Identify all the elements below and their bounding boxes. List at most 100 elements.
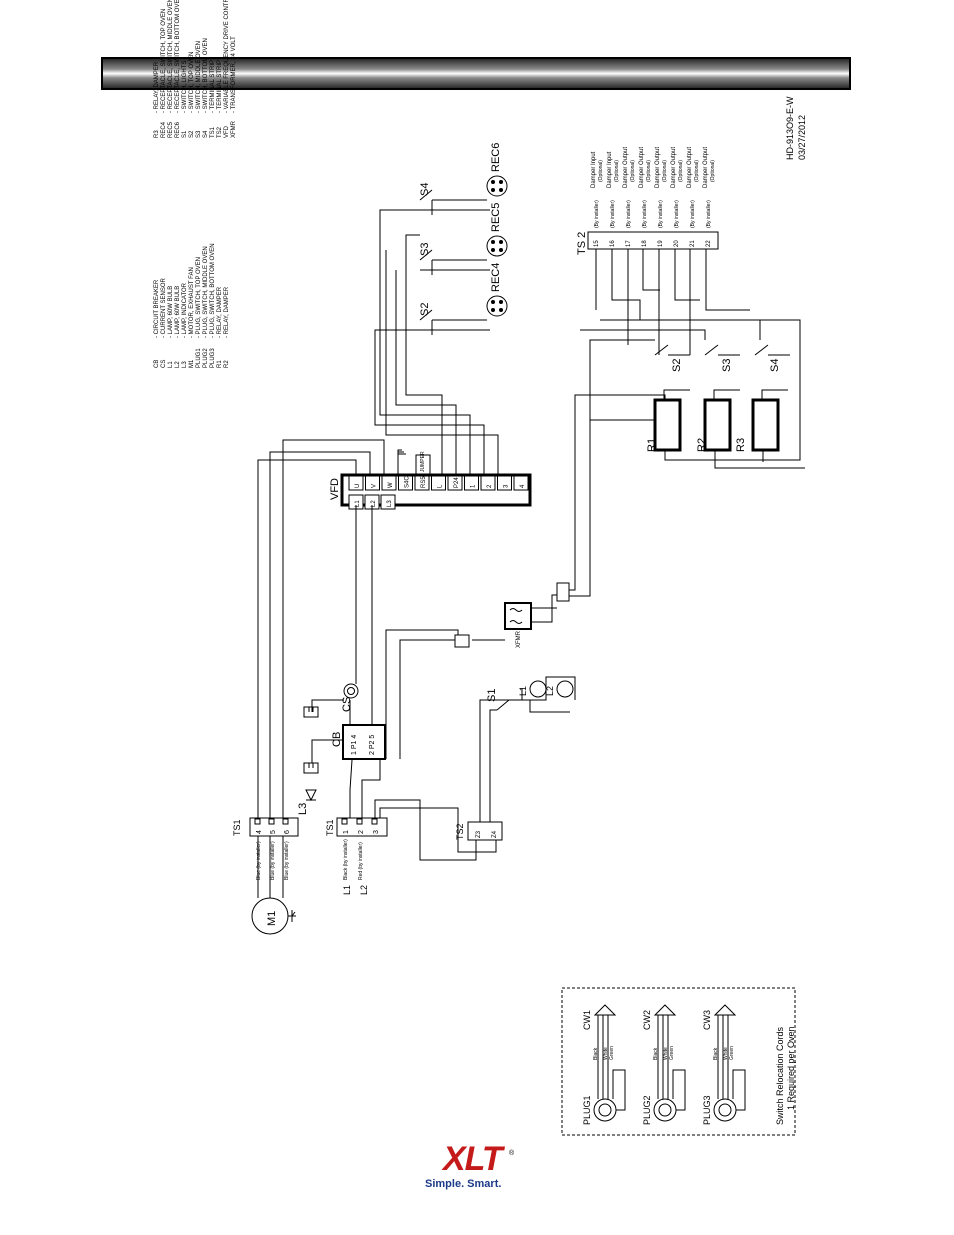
legend-left-code: CB bbox=[154, 360, 160, 368]
ts2-installer: (By installer) bbox=[658, 200, 664, 228]
legend-left-code: R2 bbox=[224, 360, 230, 368]
ts1-lower-num: 3 bbox=[373, 830, 380, 834]
ts1-lower-wire: Black (by installer) bbox=[343, 839, 349, 880]
circuit-breaker: CB 1 P1 4 2 P2 5 bbox=[331, 724, 386, 760]
legend-left-code: CS bbox=[161, 360, 167, 368]
legend-right-code: XFMR bbox=[231, 120, 237, 138]
svg-text:TS1: TS1 bbox=[232, 819, 242, 836]
wire-white: White bbox=[603, 1047, 609, 1060]
svg-text:L2: L2 bbox=[545, 686, 555, 696]
vfd-terminal bbox=[513, 475, 529, 491]
switch-s4-relay: S4 bbox=[754, 344, 790, 372]
legend-left-code: M1 bbox=[189, 359, 195, 368]
wire-black: Black bbox=[653, 1047, 659, 1060]
receptacle-rec4: REC4 bbox=[486, 263, 508, 317]
ts2-right-sub: (Optional) bbox=[694, 160, 700, 182]
cs-label: CS bbox=[341, 697, 353, 712]
ts1-upper-wire: Blue (by installer) bbox=[284, 841, 290, 880]
svg-text:TS 2: TS 2 bbox=[576, 232, 588, 255]
vfd-terminal-label: W bbox=[388, 482, 394, 488]
receptacle-rec5: REC5 bbox=[486, 203, 508, 257]
current-sensor bbox=[343, 683, 359, 699]
logo-registered: ® bbox=[509, 1150, 515, 1157]
legend-right-code: TS1 bbox=[210, 126, 216, 138]
vfd-terminal bbox=[381, 475, 397, 491]
ts2-installer: (By installer) bbox=[690, 200, 696, 228]
vfd-terminal bbox=[348, 475, 364, 491]
legend-left-code: PLUG2 bbox=[203, 348, 209, 368]
vfd-terminal bbox=[365, 475, 380, 491]
svg-text:CB: CB bbox=[331, 732, 343, 747]
legend-left-desc: - PLUG, SWITCH, BOTTOM OVEN bbox=[210, 243, 216, 338]
legend-left-code: PLUG3 bbox=[210, 348, 216, 368]
legend-left-desc: - CURRENT SENSOR bbox=[161, 277, 167, 338]
legend-right-code: S2 bbox=[189, 130, 195, 138]
svg-text:Switch Relocation Cords: Switch Relocation Cords bbox=[775, 1026, 785, 1125]
legend-right-desc: - TERMINAL STRIP bbox=[217, 60, 223, 113]
drawing-number: HD-913O9-E-W bbox=[785, 96, 795, 160]
plug-connector bbox=[713, 1098, 737, 1122]
ts2-installer: (By installer) bbox=[626, 200, 632, 228]
legend-right-desc: - RELAY, DAMPER bbox=[154, 61, 160, 113]
ts2-right-label: Damper Output bbox=[703, 147, 709, 188]
ts2-right-num: 16 bbox=[610, 240, 616, 247]
svg-text:S2: S2 bbox=[671, 359, 683, 372]
vfd-label: VFD bbox=[329, 478, 341, 500]
svg-text:S4: S4 bbox=[769, 359, 781, 372]
ts2-lower: TS2 Z3 Z4 bbox=[455, 821, 503, 841]
switch-s4-top: S4 bbox=[419, 183, 433, 215]
s1-switch: S1 bbox=[486, 689, 520, 711]
ts2-right-num: 20 bbox=[674, 240, 680, 247]
xlt-logo: XLT ® Simple. Smart. bbox=[425, 1140, 535, 1195]
l3-indicator: L3 bbox=[297, 789, 317, 815]
legend-left-desc: - PLUG, SWITCH, TOP OVEN bbox=[196, 257, 202, 338]
ts2-right-label: Damper Output bbox=[623, 147, 629, 188]
ts1-lower-num: 2 bbox=[358, 830, 365, 834]
legend-right-desc: - TRANSFORMER, 24 VOLT bbox=[231, 36, 237, 113]
logo-mark: XLT bbox=[443, 1140, 503, 1178]
legend-right-code: REC5 bbox=[168, 121, 174, 138]
relay-r3: R3 bbox=[735, 398, 780, 452]
lamp-l1: L1 bbox=[518, 680, 547, 698]
plug-label: PLUG3 bbox=[702, 1095, 712, 1125]
legend-right-code: TS2 bbox=[217, 126, 223, 138]
legend-left-desc: - MOTOR, EXHAUST FAN bbox=[189, 267, 195, 338]
legend-left-code: PLUG1 bbox=[196, 348, 202, 368]
vfd-terminal bbox=[414, 475, 430, 491]
vfd-terminal-label: RS5 bbox=[421, 476, 427, 488]
legend-left-code: L3 bbox=[182, 361, 188, 368]
legend-right-desc: - TERMINAL STRIP bbox=[210, 60, 216, 113]
ts2-right-label: Damper Input bbox=[607, 151, 613, 188]
ts2-right-sub: (Optional) bbox=[678, 160, 684, 182]
svg-text:S4: S4 bbox=[419, 183, 431, 196]
legend-right-desc: - SWITCH, MIDDLE OVEN bbox=[196, 41, 202, 113]
ts1-upper-wire: Blue (by installer) bbox=[256, 841, 262, 880]
svg-text:REC4: REC4 bbox=[490, 263, 502, 292]
ts2-right-num: 22 bbox=[706, 240, 712, 247]
ts2-right-label: Damper Output bbox=[639, 147, 645, 188]
wire-green: Green bbox=[609, 1046, 615, 1060]
ts1-upper-num: 4 bbox=[256, 830, 263, 834]
legend-right-desc: - SWITCH, LIGHTS bbox=[182, 61, 188, 113]
relocation-cords: Switch Relocation Cords 1 Required per O… bbox=[561, 987, 796, 1136]
transformer: XFMR bbox=[504, 602, 532, 648]
ts2-installer: (By installer) bbox=[610, 200, 616, 228]
ts2-installer: (By installer) bbox=[642, 200, 648, 228]
svg-text:2 P2 5: 2 P2 5 bbox=[369, 735, 376, 755]
vfd-terminal bbox=[447, 475, 463, 491]
legend-left-desc: - LAMP, 60W BULB bbox=[175, 286, 181, 338]
vfd-terminal bbox=[497, 475, 512, 491]
lamp-l2: L2 bbox=[545, 680, 574, 698]
wire-green: Green bbox=[729, 1046, 735, 1060]
wire-green: Green bbox=[669, 1046, 675, 1060]
vfd-terminal-label: L bbox=[438, 484, 444, 488]
legend-right-desc: - RECEPTACLE, SWITCH, TOP OVEN bbox=[161, 9, 167, 113]
svg-text:S3: S3 bbox=[721, 359, 733, 372]
legend-right-code: S1 bbox=[182, 130, 188, 138]
svg-text:XFMR: XFMR bbox=[516, 630, 522, 648]
svg-text:L1: L1 bbox=[518, 686, 528, 696]
ts1-upper-wire: Blue (by installer) bbox=[270, 841, 276, 880]
svg-text:R3: R3 bbox=[735, 438, 747, 452]
svg-text:REC5: REC5 bbox=[490, 203, 502, 232]
